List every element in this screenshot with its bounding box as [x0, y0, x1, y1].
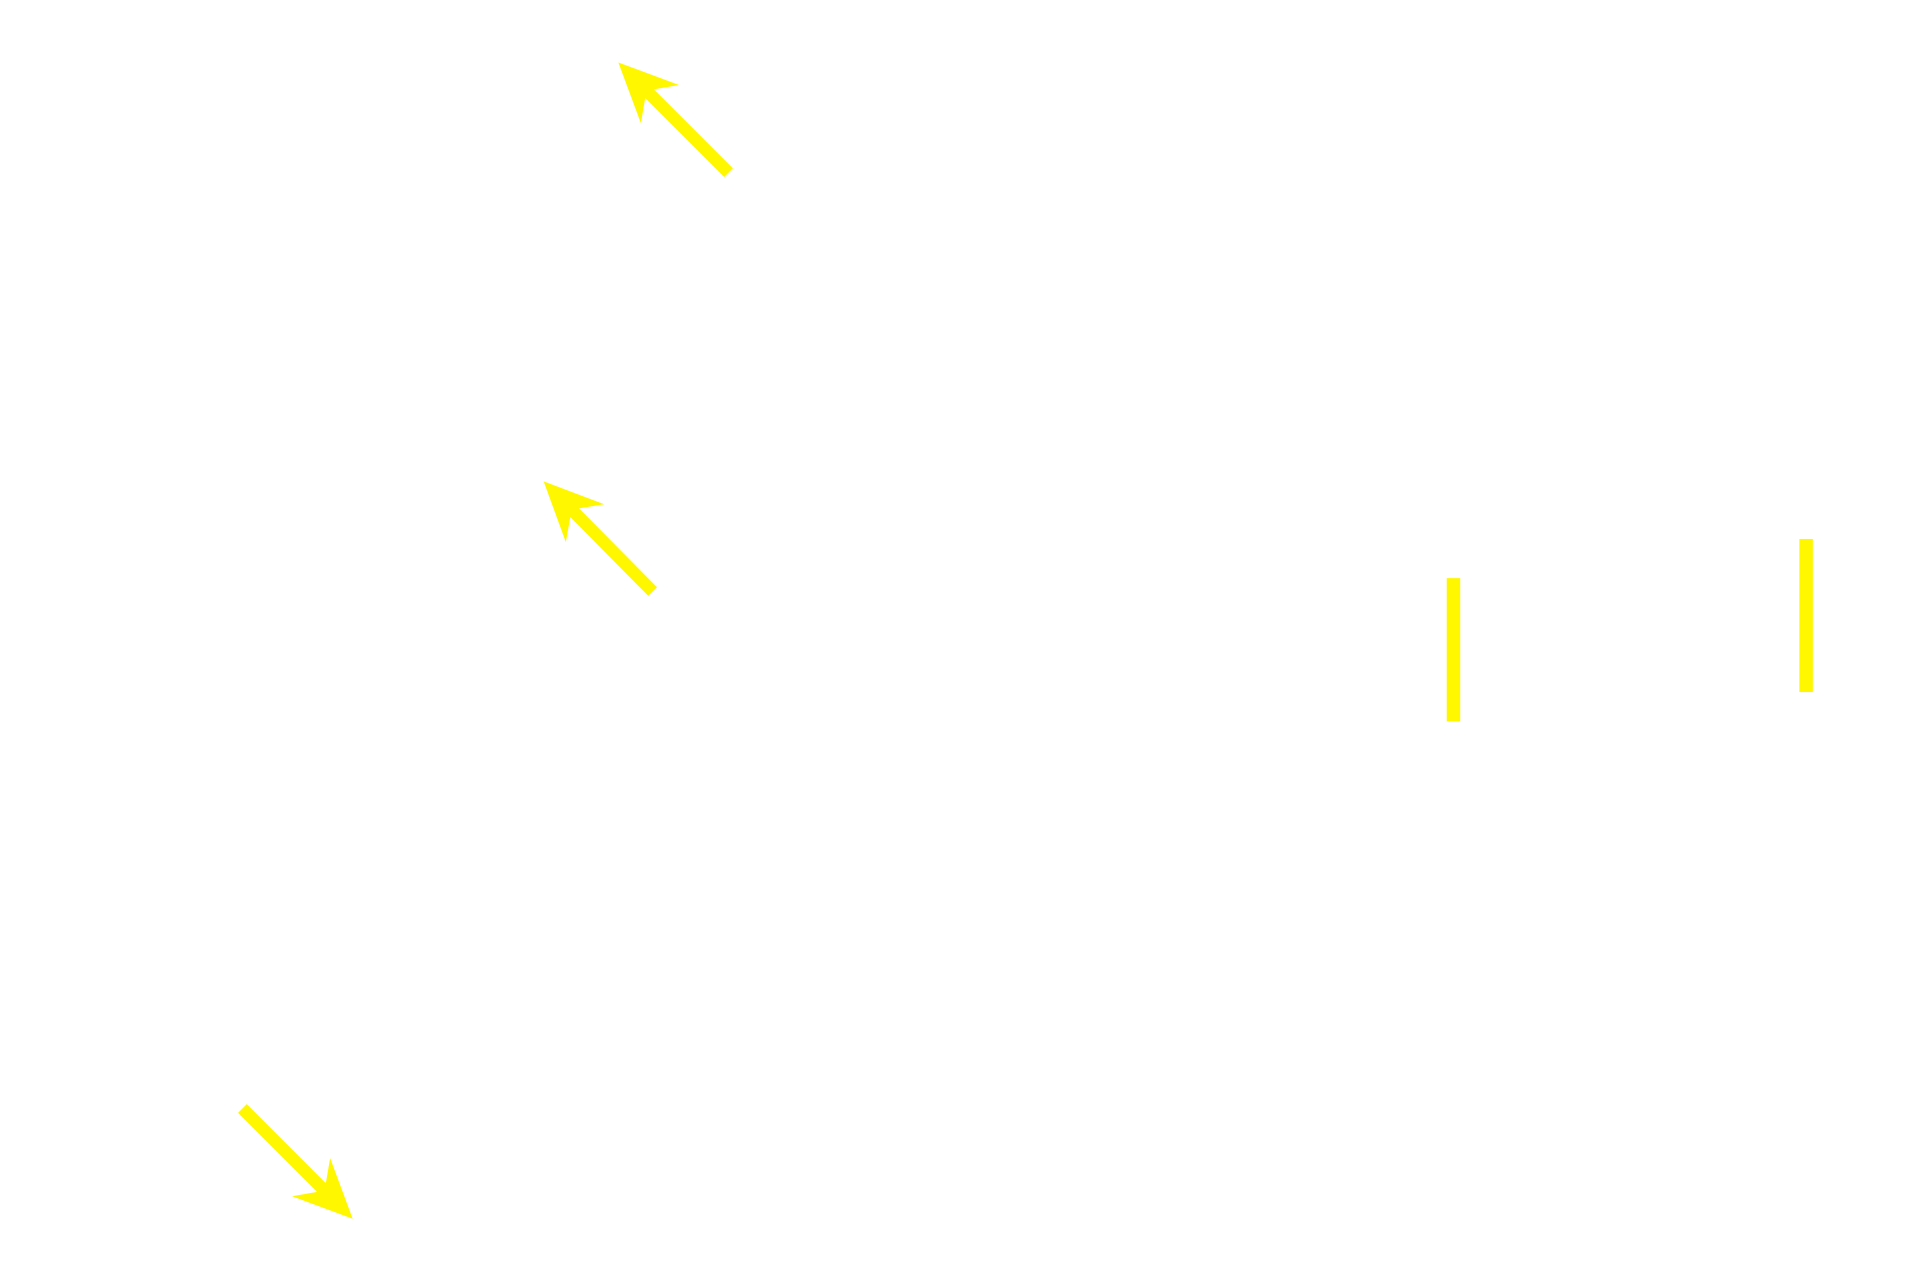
- vertical-bar-middle-right: [1446, 578, 1461, 722]
- arrows-group: [238, 62, 733, 1219]
- bars-group: [1446, 538, 1813, 722]
- vertical-bar-far-right: [1799, 538, 1813, 693]
- arrow-lower-left-icon: [238, 1104, 353, 1219]
- arrow-upper-left-middle-icon: [543, 481, 658, 596]
- arrow-upper-left-top-icon: [618, 62, 733, 178]
